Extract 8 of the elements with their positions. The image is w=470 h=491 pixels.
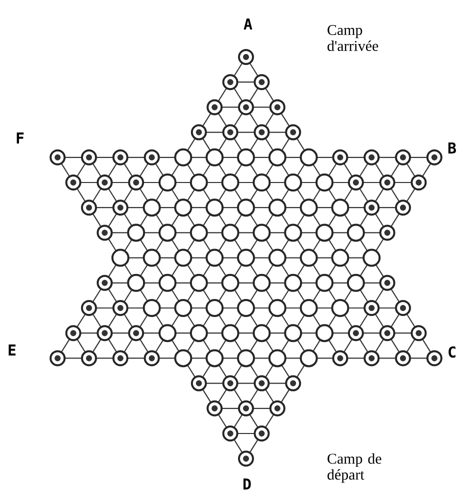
- corner-letter: C: [448, 346, 456, 358]
- corner-letter: A: [244, 18, 252, 30]
- corner-letter: F: [16, 132, 24, 144]
- corner-letter: E: [8, 344, 16, 356]
- corner-letter: B: [448, 142, 456, 154]
- corner-letter: D: [244, 478, 251, 490]
- camp-label: Camp de départ: [328, 453, 382, 483]
- camp-label: Camp d'arrivée: [328, 25, 378, 51]
